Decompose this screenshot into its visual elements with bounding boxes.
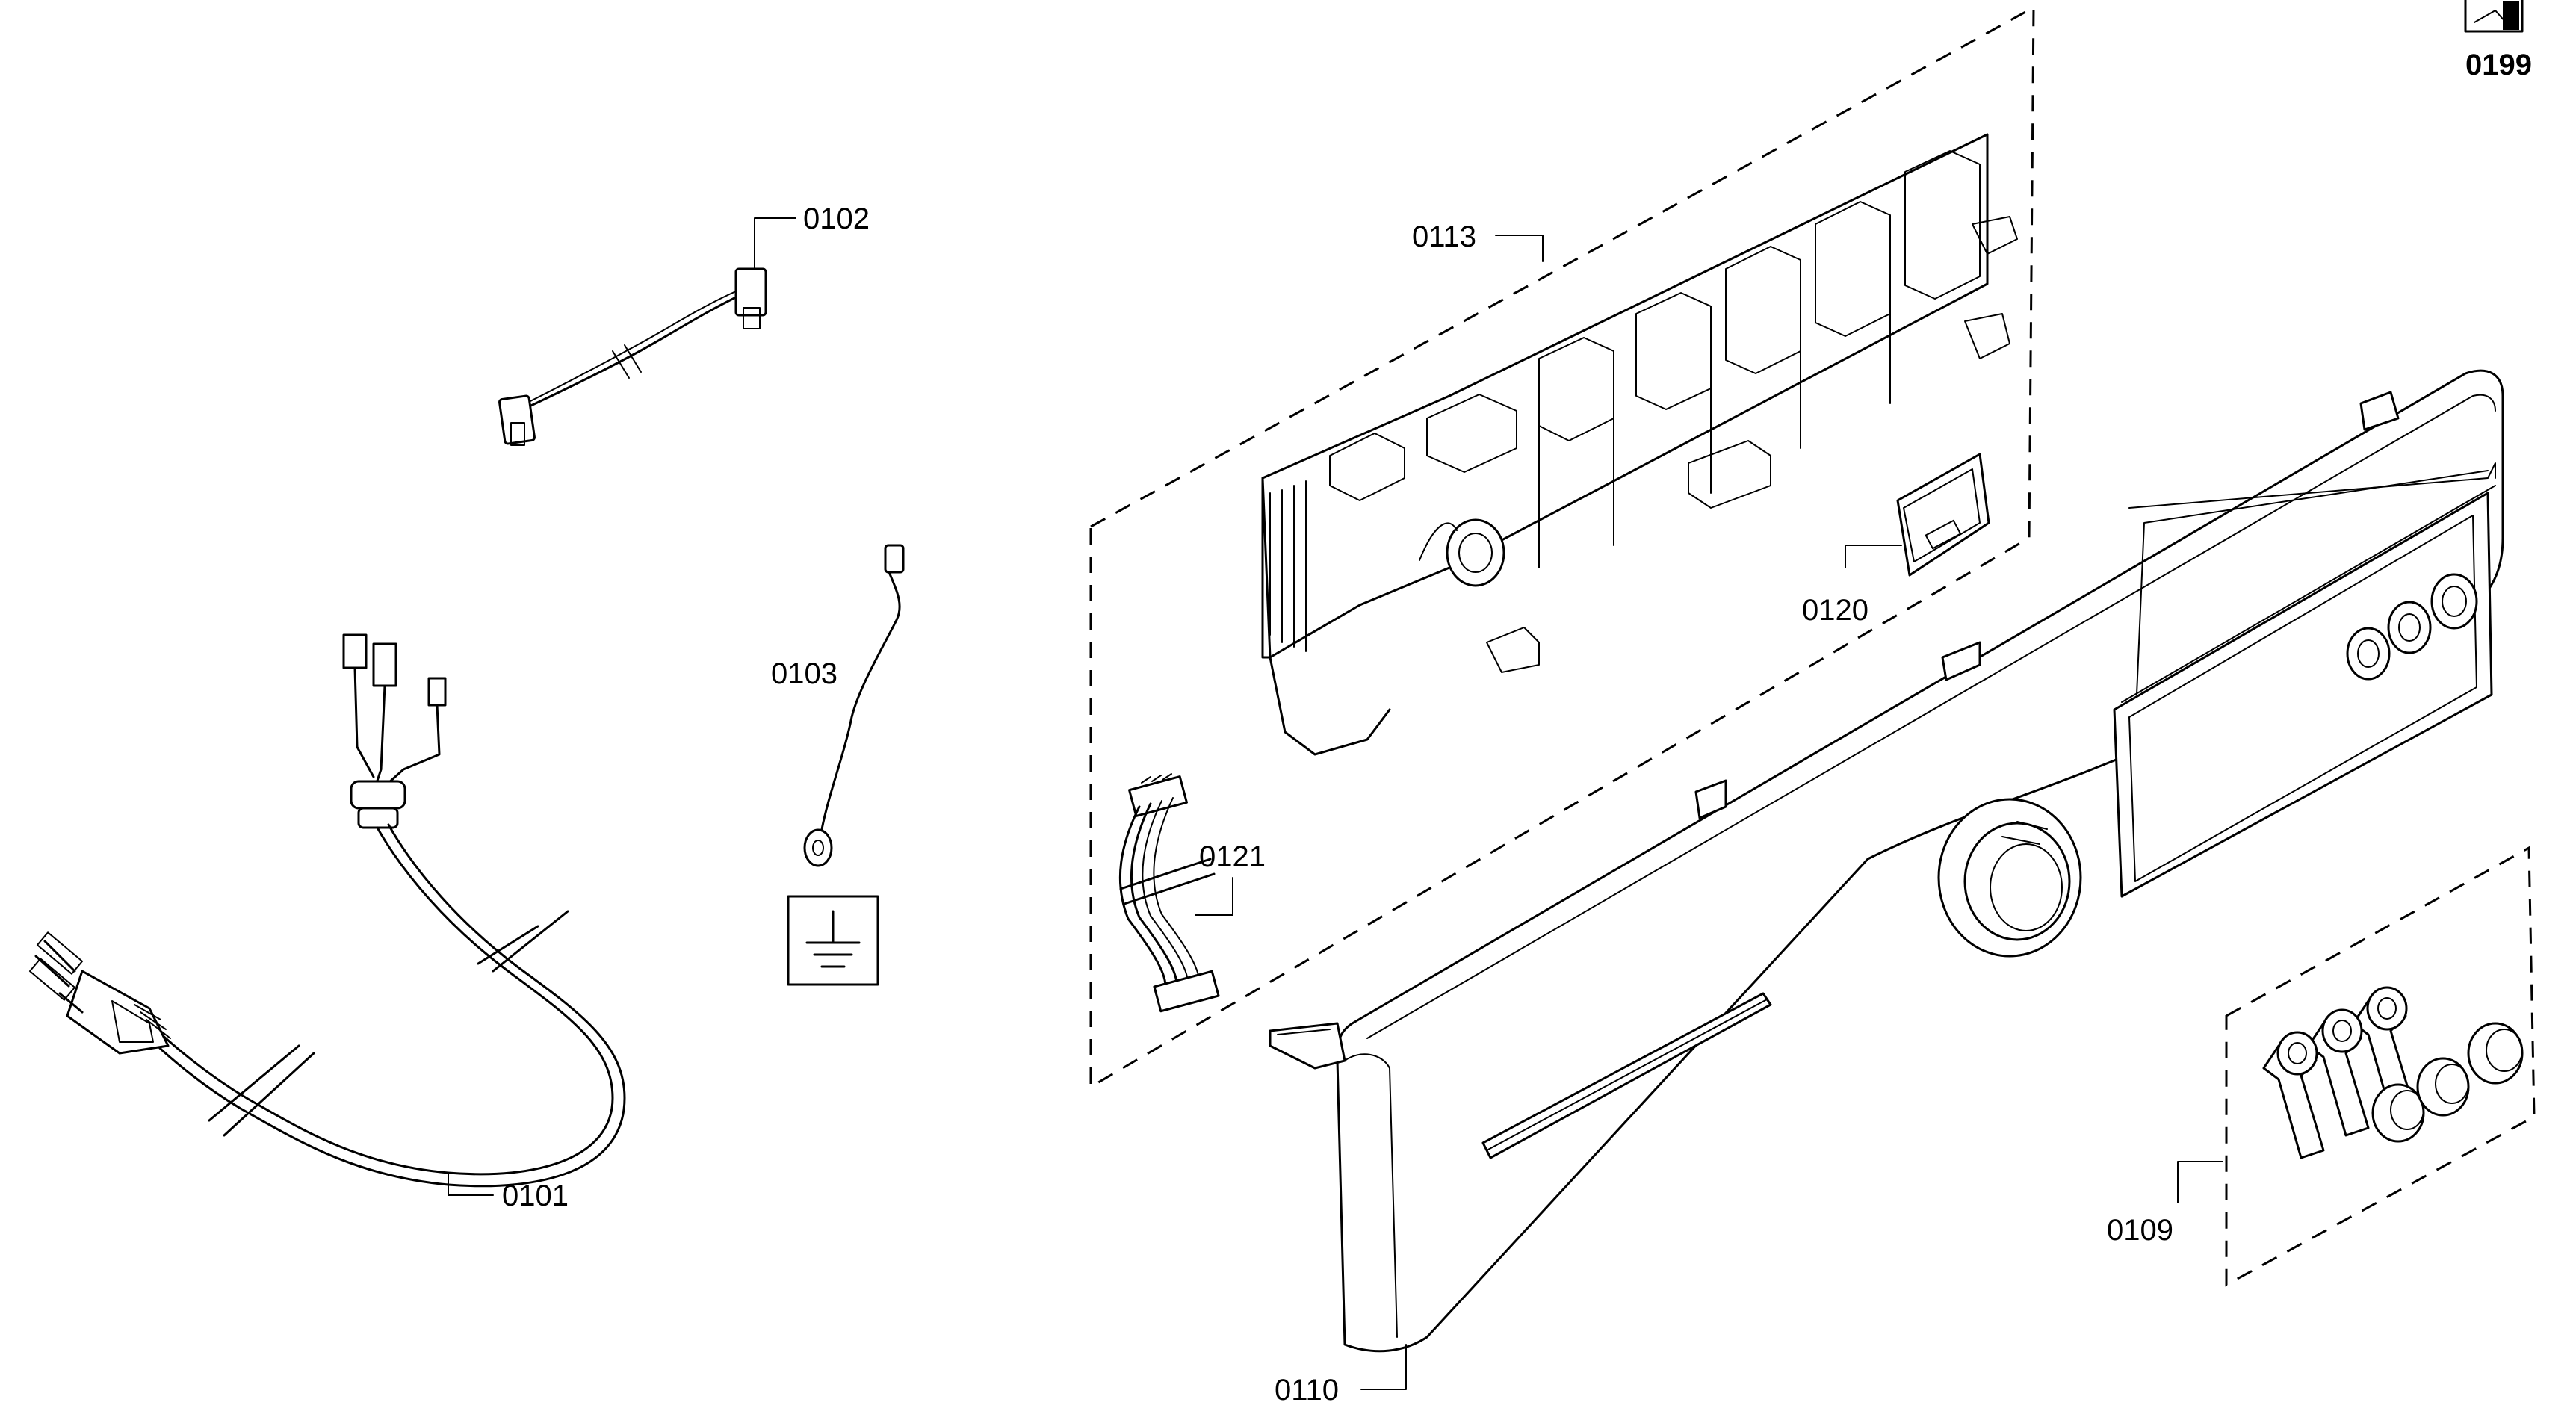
part-label-0110: 0110 <box>1275 1374 1339 1407</box>
part-label-0103: 0103 <box>771 657 837 690</box>
control-module-0113[interactable] <box>1261 133 2018 756</box>
assembly-boundary-dashed <box>1089 5 2035 1089</box>
leader-line-0120 <box>1845 545 1902 568</box>
ground-symbol-icon <box>787 895 879 986</box>
power-cord-0101[interactable] <box>28 633 626 1188</box>
connector-harness-0121[interactable] <box>1118 773 1220 1013</box>
button-set-boundary-dashed <box>2225 846 2536 1287</box>
part-label-0102: 0102 <box>803 202 870 235</box>
pcb-board-0120[interactable] <box>1896 453 1990 577</box>
part-label-0113: 0113 <box>1412 220 1476 253</box>
leader-line-0101 <box>448 1172 494 1196</box>
button-set-0109[interactable] <box>2262 986 2524 1159</box>
leader-line-0121 <box>1195 877 1233 916</box>
part-label-0199: 0199 <box>2465 49 2532 81</box>
leader-line-0110 <box>1360 1344 1407 1390</box>
wire-harness-0102[interactable] <box>498 267 767 446</box>
part-label-0120: 0120 <box>1802 594 1868 627</box>
leader-line-0102 <box>754 217 796 270</box>
document-icon-0199[interactable] <box>2464 0 2524 33</box>
part-label-0121: 0121 <box>1199 840 1266 873</box>
leader-line-0113 <box>1495 235 1544 262</box>
part-label-0101: 0101 <box>502 1179 569 1212</box>
part-label-0109: 0109 <box>2107 1214 2173 1247</box>
leader-line-0109 <box>2177 1161 2223 1203</box>
ground-wire-0103[interactable] <box>803 544 905 867</box>
front-panel-0110[interactable] <box>1269 369 2504 1353</box>
